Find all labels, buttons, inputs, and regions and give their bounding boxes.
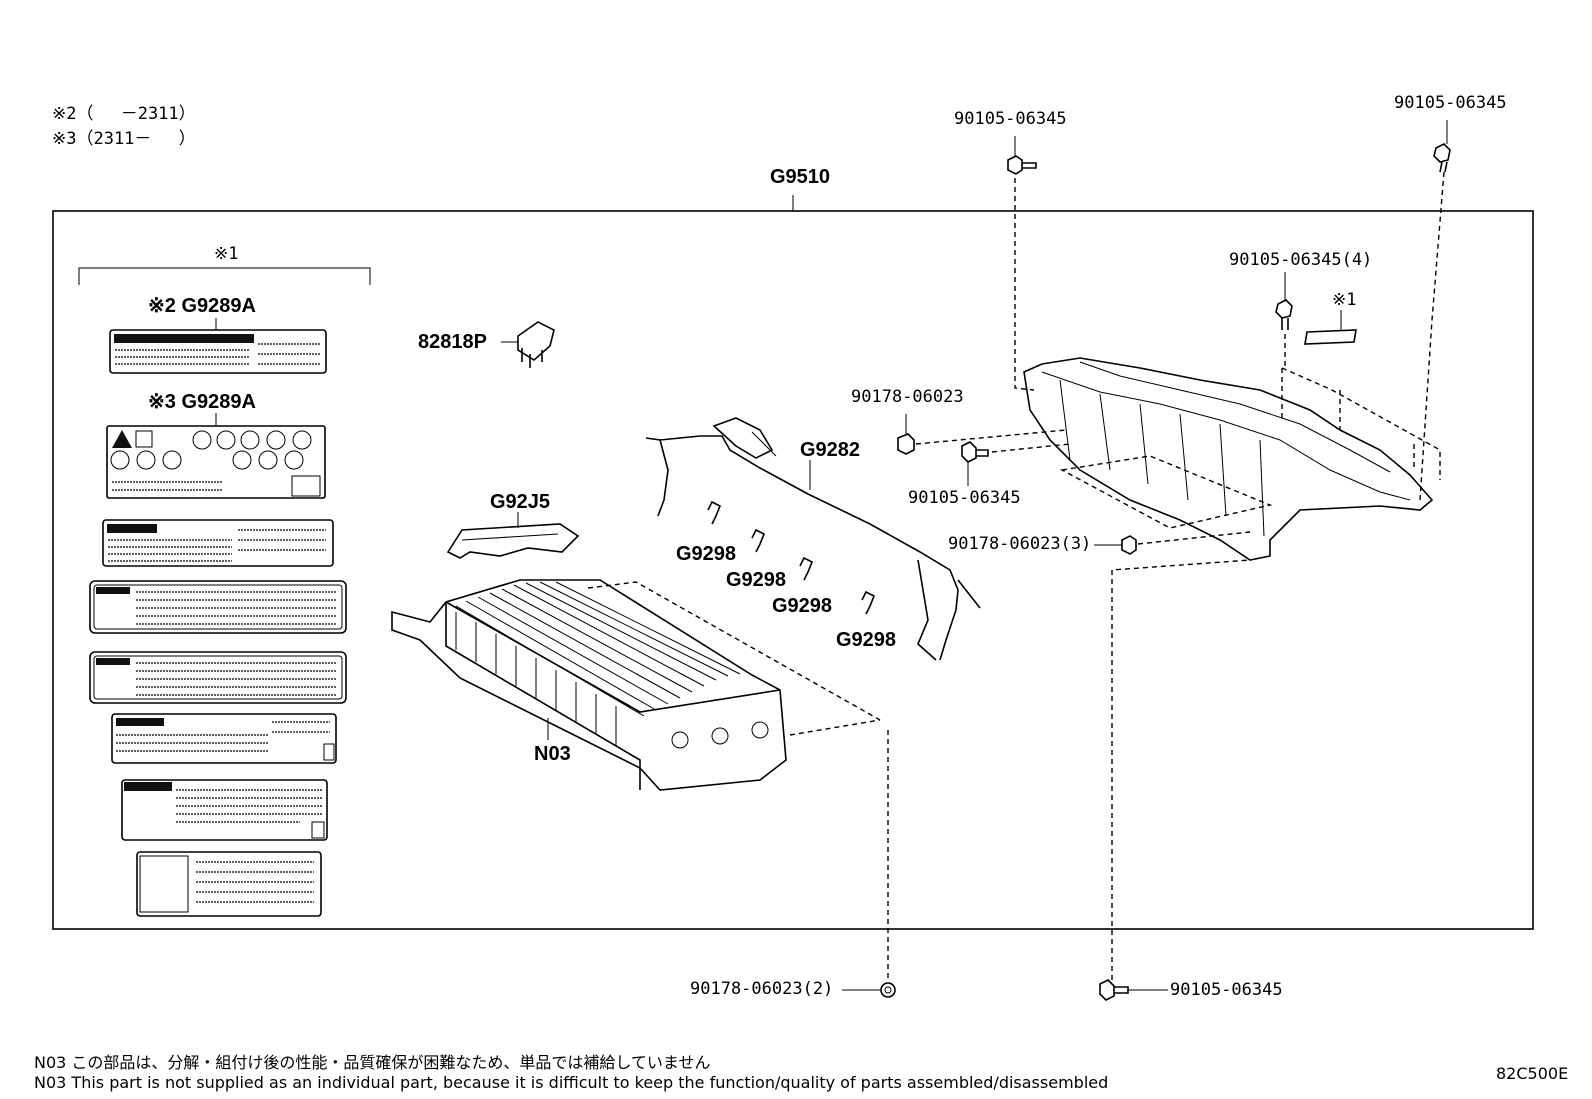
clamp-g9298-3 <box>799 556 814 581</box>
battery-module-n03 <box>391 579 787 791</box>
cover-caution-label <box>1304 329 1357 345</box>
part-g9298-label-4: G9298 <box>836 629 897 651</box>
leader-top-right <box>1419 171 1445 501</box>
caution-label-6 <box>111 713 337 764</box>
nut-bottom-2-label: 90178-06023(2) <box>690 979 834 999</box>
battery-cover <box>1023 357 1434 561</box>
bolt-top-center-label: 90105-06345 <box>954 109 1067 129</box>
part-g9298-label-3: G9298 <box>772 595 833 617</box>
header-note-1: ※2（ －2311） <box>52 104 196 124</box>
nut-mid <box>897 414 915 455</box>
bolt-top-right-label: 90105-06345 <box>1394 93 1507 113</box>
bolt-mid-label: 90105-06345 <box>908 488 1021 508</box>
label-a-callout: ※2 G9289A <box>148 295 256 317</box>
caution-label-7 <box>121 779 328 841</box>
caution-label-3 <box>102 519 334 567</box>
caution-label-4 <box>89 580 347 634</box>
assembly-label: G9510 <box>770 166 831 188</box>
nut-mid-3 <box>1094 535 1137 555</box>
nut-mid-label: 90178-06023 <box>851 387 964 407</box>
label-group-mark: ※1 <box>214 244 239 264</box>
bolt-cover-4 <box>1275 272 1293 330</box>
nut-bottom-2 <box>842 982 896 998</box>
cover-label-mark: ※1 <box>1332 290 1357 310</box>
clip-82818p <box>501 321 555 368</box>
bolt-top-center <box>1007 136 1037 175</box>
bolt-bottom <box>1099 979 1168 1001</box>
diagram-code: 82C500E <box>1496 1064 1569 1083</box>
clamp-g9298-2 <box>751 528 766 553</box>
label-group-bracket <box>78 267 371 285</box>
bolt-bottom-label: 90105-06345 <box>1170 980 1283 1000</box>
leader-top-center <box>1014 178 1035 391</box>
clamp-g9298-4 <box>861 590 876 615</box>
part-g92j5-label: G92J5 <box>490 491 551 513</box>
duct-g92j5 <box>446 512 580 559</box>
caution-label-2 <box>106 413 326 499</box>
battery-module-dashed-outline <box>587 581 881 736</box>
bolt-top-right <box>1433 120 1451 173</box>
nut-mid-3-label: 90178-06023(3) <box>948 534 1092 554</box>
label-b-callout: ※3 G9289A <box>148 391 256 413</box>
cover-dashed-outline <box>1059 367 1441 529</box>
footnote-jp: N03 この部品は、分解・組付け後の性能・品質確保が困難なため、単品では補給して… <box>34 1053 711 1072</box>
part-g9282-label: G9282 <box>800 439 861 461</box>
leader-bolt-bottom <box>1111 559 1251 980</box>
part-82818p-label: 82818P <box>418 331 487 353</box>
caution-label-8 <box>136 851 322 917</box>
part-n03-label: N03 <box>534 743 571 765</box>
wire-harness-g9282 <box>645 417 981 661</box>
part-g9298-label-1: G9298 <box>676 543 737 565</box>
footnote-en: N03 This part is not supplied as an indi… <box>34 1073 1109 1092</box>
bolt-mid <box>961 441 989 486</box>
header-note-2: ※3（2311－ ） <box>52 129 196 149</box>
caution-label-5 <box>89 651 347 704</box>
bolt-cover-4-label: 90105-06345(4) <box>1229 250 1373 270</box>
clamp-g9298-1 <box>707 500 722 525</box>
part-g9298-label-2: G9298 <box>726 569 787 591</box>
caution-label-1 <box>109 318 327 374</box>
